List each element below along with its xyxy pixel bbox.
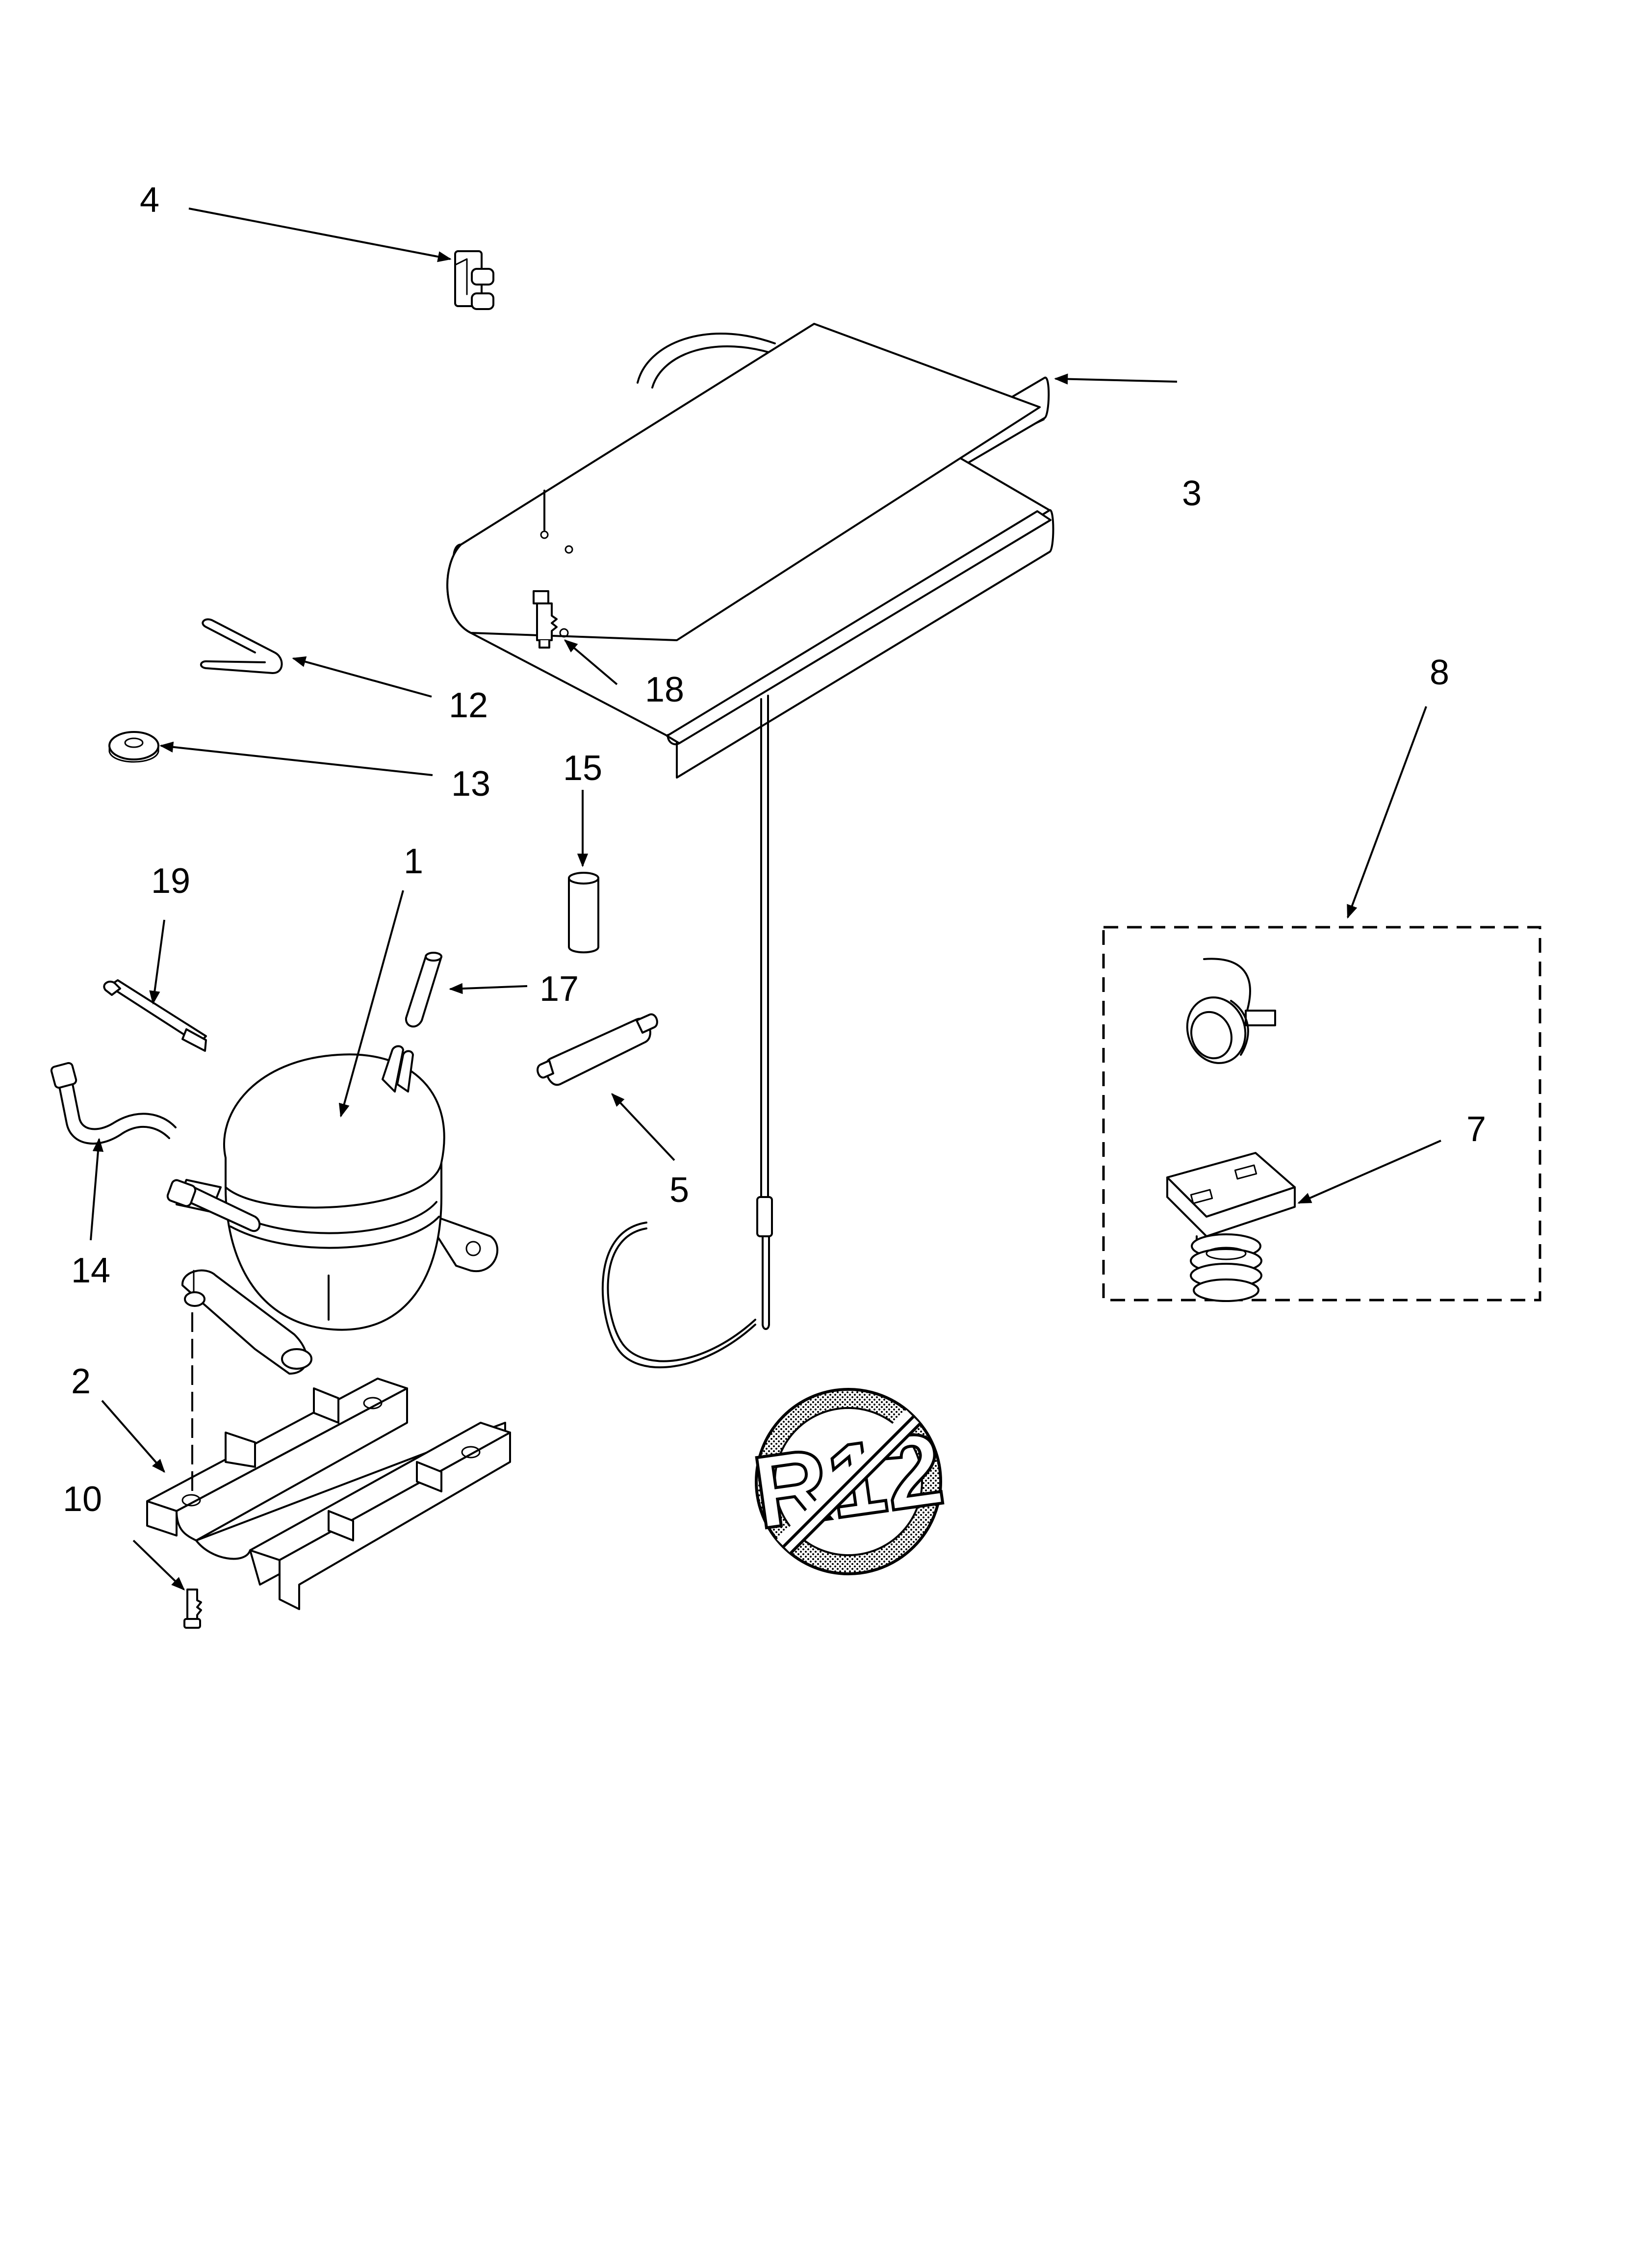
part-18-screw [533, 590, 549, 604]
callout-8: 8 [1430, 653, 1449, 692]
part-14-tube [50, 1062, 177, 1145]
callout-1: 1 [404, 842, 423, 881]
part-12-pin [200, 618, 283, 674]
callout-7: 7 [1466, 1110, 1486, 1149]
part-5-drier [537, 1013, 756, 1369]
part-8-kit-box [1102, 926, 1541, 1302]
part-17-tube [405, 952, 442, 1028]
leader-lines [90, 208, 1441, 1590]
callout-19: 19 [151, 861, 190, 901]
callout-13: 13 [451, 764, 490, 804]
callout-10: 10 [63, 1480, 102, 1519]
part-4-clip [454, 250, 494, 310]
part-15-plug [568, 872, 599, 954]
callout-17: 17 [539, 969, 579, 1009]
callout-18: 18 [645, 670, 684, 709]
callout-2: 2 [71, 1362, 91, 1401]
callout-4: 4 [140, 181, 159, 220]
part-1-compressor [166, 1045, 499, 1375]
callout-5: 5 [669, 1171, 689, 1210]
part-3-evaporator [446, 323, 1054, 1330]
no-r12-symbol: R12 [745, 1388, 951, 1575]
part-19-tube [103, 979, 207, 1052]
callout-3: 3 [1182, 474, 1202, 513]
callout-12: 12 [449, 686, 488, 725]
part-2-bracket [146, 1378, 511, 1610]
callout-15: 15 [563, 749, 602, 788]
part-13-grommet [108, 731, 159, 763]
part-10-screw [183, 1589, 202, 1629]
callout-14: 14 [71, 1251, 110, 1290]
